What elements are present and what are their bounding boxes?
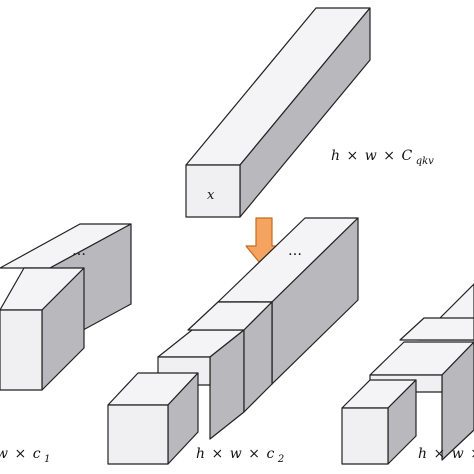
middle-split-tensor: … — [107, 217, 359, 465]
left-split-tensor: … — [0, 223, 132, 391]
left-ellipsis: … — [72, 243, 86, 259]
right-split-tensor — [341, 283, 474, 465]
input-tensor-front — [185, 164, 241, 218]
input-variable-label: x — [207, 188, 215, 203]
middle-ellipsis: … — [288, 243, 302, 259]
qkv-dimension-label: h × w × C qkv — [331, 148, 434, 167]
c2-dimension-label: h × w × c 2 — [196, 446, 284, 465]
c1-dimension-label: w × c 1 — [0, 446, 50, 465]
c3-dimension-label: h × w × — [418, 446, 474, 462]
input-tensor: x — [185, 7, 371, 218]
